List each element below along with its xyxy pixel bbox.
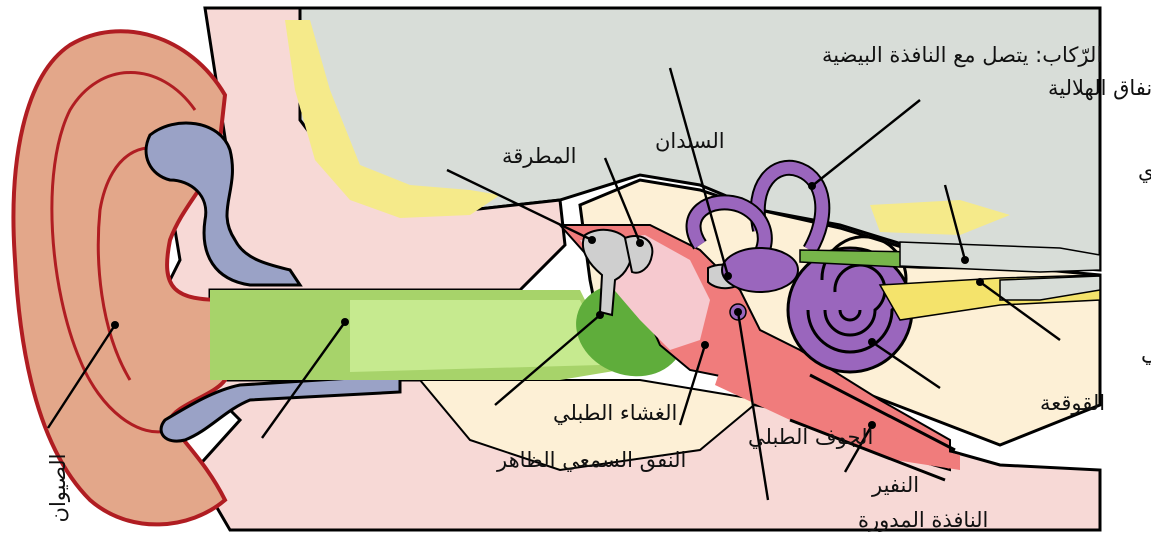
label-stapes: الرّكاب: يتصل مع النافذة البيضية	[822, 43, 1102, 67]
label-pinna: الصيوان	[46, 454, 70, 523]
label-eustachian-tube: النفير	[871, 473, 919, 497]
dot-stapes	[724, 272, 732, 280]
label-vestibular-nerve: العصب الدهليزي	[1138, 159, 1151, 183]
dot-round-window	[734, 308, 742, 316]
dot-malleus	[588, 236, 596, 244]
vestibule	[722, 248, 798, 292]
label-cochlear-nerve: العصب القوقعي	[1141, 341, 1151, 365]
dot-cochlea	[868, 338, 876, 346]
dot-incus	[636, 239, 644, 247]
dot-pinna	[111, 321, 119, 329]
dot-semicircular-canals	[808, 182, 816, 190]
label-tympanic-cavity: الجوف الطبلي	[748, 425, 873, 449]
dot-vestibular-nerve	[961, 256, 969, 264]
label-round-window: النافذة المدورة	[858, 508, 988, 532]
label-malleus: المطرقة	[502, 144, 576, 168]
label-eardrum: الغشاء الطبلي	[553, 401, 677, 425]
label-ear-canal: النفق السمعي الظاهر	[496, 448, 686, 472]
dot-tympanic-cavity	[701, 341, 709, 349]
label-incus: السندان	[655, 129, 725, 153]
dot-ear-canal	[341, 318, 349, 326]
label-cochlea: القوقعة	[1040, 391, 1105, 415]
dot-cochlear-nerve	[976, 278, 984, 286]
label-semicircular-canals: الأنفاق الهلالية	[1048, 75, 1151, 100]
ear-canal-highlight	[350, 300, 600, 372]
dot-eardrum	[596, 311, 604, 319]
